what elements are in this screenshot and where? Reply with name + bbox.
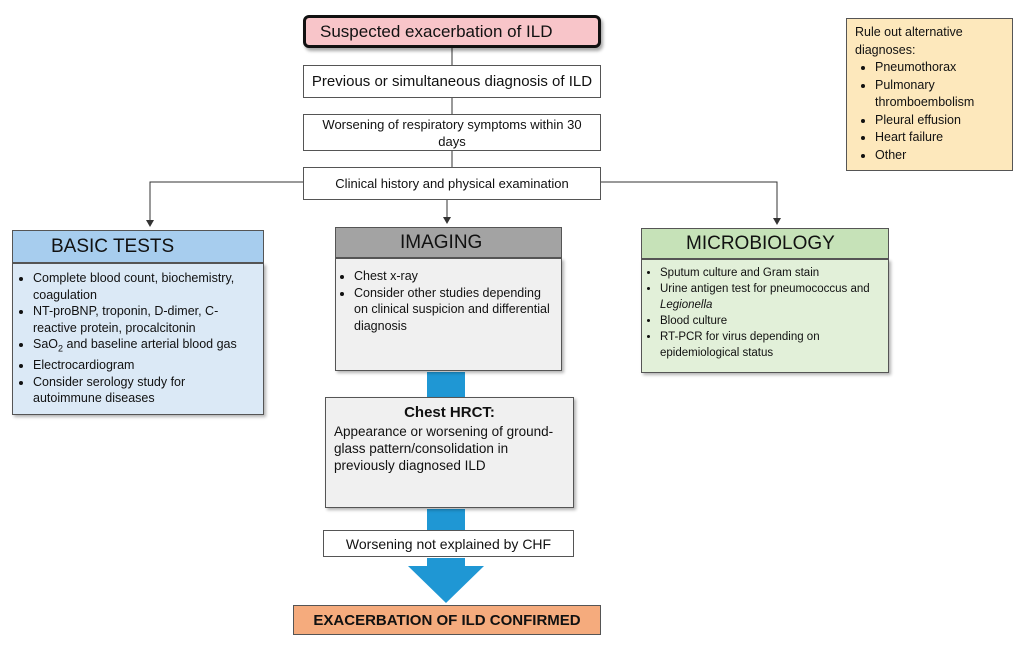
worsening-label: Worsening of respiratory symptoms within…: [322, 116, 582, 149]
arrow-shaft-1: [427, 372, 465, 397]
clinical-label: Clinical history and physical examinatio…: [335, 176, 569, 191]
big-down-arrow-head: [408, 566, 484, 603]
suspected-exacerbation-box: Suspected exacerbation of ILD: [303, 15, 601, 48]
basic-tests-panel: Complete blood count, biochemistry, coag…: [12, 263, 264, 415]
microbiology-panel: Sputum culture and Gram stain Urine anti…: [641, 259, 889, 373]
imaging-header: IMAGING: [335, 227, 562, 258]
microbiology-list: Sputum culture and Gram stain Urine anti…: [642, 265, 882, 361]
rule-out-title: Rule out alternative diagnoses:: [855, 25, 963, 57]
worsening-not-chf-box: Worsening not explained by CHF: [323, 530, 574, 557]
rule-out-item: Other: [875, 147, 1006, 165]
previous-label: Previous or simultaneous diagnosis of IL…: [311, 73, 593, 90]
worsening-symptoms-box: Worsening of respiratory symptoms within…: [303, 114, 601, 151]
basic-tests-header: BASIC TESTS: [12, 230, 264, 263]
microbiology-item: Sputum culture and Gram stain: [660, 265, 882, 281]
arrow-shaft-3: [427, 558, 465, 566]
connector-to-basic: [146, 181, 303, 227]
chest-hrct-title: Chest HRCT:: [404, 404, 495, 421]
basic-test-item: Consider serology study for autoimmune d…: [33, 374, 257, 407]
basic-test-item: NT-proBNP, troponin, D-dimer, C-reactive…: [33, 303, 257, 336]
imaging-item: Chest x-ray: [354, 268, 555, 285]
exacerbation-confirmed-box: EXACERBATION OF ILD CONFIRMED: [293, 605, 601, 635]
imaging-title: IMAGING: [400, 231, 483, 253]
chest-hrct-body: Appearance or worsening of ground-glass …: [334, 424, 554, 473]
microbiology-item: Urine antigen test for pneumococcus and …: [660, 281, 882, 313]
imaging-panel: Chest x-ray Consider other studies depen…: [335, 258, 562, 371]
microbiology-header: MICROBIOLOGY: [641, 228, 889, 259]
previous-diagnosis-box: Previous or simultaneous diagnosis of IL…: [303, 65, 601, 98]
imaging-item: Consider other studies depending on clin…: [354, 285, 555, 335]
suspected-label: Suspected exacerbation of ILD: [320, 21, 553, 41]
chest-hrct-box: Chest HRCT: Appearance or worsening of g…: [325, 397, 574, 508]
imaging-list: Chest x-ray Consider other studies depen…: [336, 268, 555, 334]
basic-tests-list: Complete blood count, biochemistry, coag…: [15, 270, 257, 407]
rule-out-item: Heart failure: [875, 129, 1006, 147]
microbiology-item: RT-PCR for virus depending on epidemiolo…: [660, 329, 882, 361]
basic-test-item: Complete blood count, biochemistry, coag…: [33, 270, 257, 303]
rule-out-item: Pulmonary thromboembolism: [875, 77, 1006, 112]
chf-label: Worsening not explained by CHF: [345, 535, 552, 552]
rule-out-item: Pneumothorax: [875, 59, 1006, 77]
rule-out-item: Pleural effusion: [875, 112, 1006, 130]
clinical-history-box: Clinical history and physical examinatio…: [303, 167, 601, 200]
rule-out-box: Rule out alternative diagnoses: Pneumoth…: [846, 18, 1013, 171]
rule-out-list: Pneumothorax Pulmonary thromboembolism P…: [855, 59, 1006, 164]
connector-to-micro: [601, 181, 781, 225]
basic-test-item: Electrocardiogram: [33, 357, 257, 374]
microbiology-item: Blood culture: [660, 313, 882, 329]
microbiology-title: MICROBIOLOGY: [686, 232, 835, 254]
confirmed-label: EXACERBATION OF ILD CONFIRMED: [313, 611, 581, 629]
arrow-shaft-2: [427, 509, 465, 530]
basic-test-item: SaO2 and baseline arterial blood gas: [33, 336, 257, 357]
basic-tests-title: BASIC TESTS: [51, 235, 175, 257]
